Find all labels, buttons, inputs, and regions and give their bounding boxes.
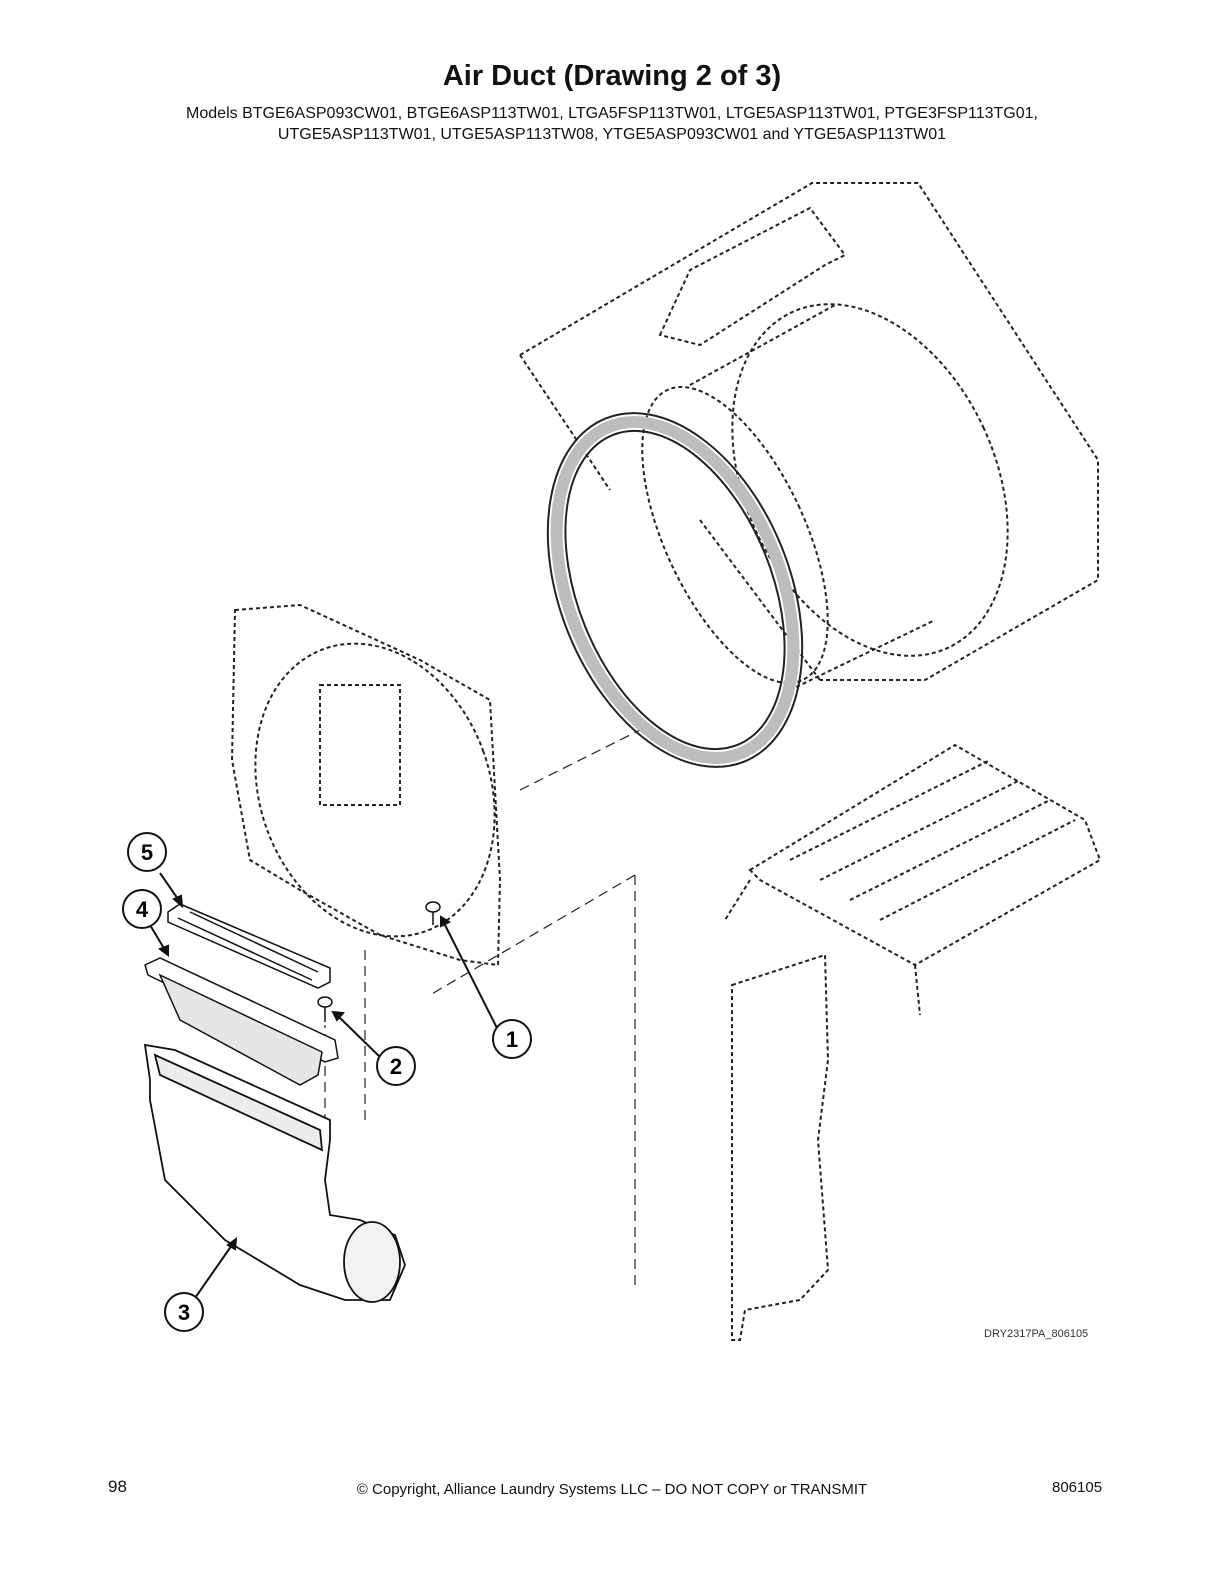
- callout-4-label: 4: [136, 897, 149, 922]
- callout-1: 1: [492, 1019, 532, 1059]
- callout-2-label: 2: [390, 1054, 402, 1079]
- callout-1-label: 1: [506, 1027, 518, 1052]
- front-panel-outline: [731, 953, 830, 1341]
- drawing-code: DRY2317PA_806105: [984, 1328, 1089, 1340]
- copyright-notice: © Copyright, Alliance Laundry Systems LL…: [356, 1481, 868, 1498]
- door-seal-ring: [546, 412, 804, 768]
- page-number: 98: [108, 1477, 127, 1496]
- callout-4: 4: [122, 889, 162, 929]
- callout-3-label: 3: [178, 1300, 190, 1325]
- air-duct-part: [143, 1043, 406, 1303]
- callout-5: 5: [127, 832, 167, 872]
- callout-3: 3: [164, 1292, 204, 1332]
- front-bulkhead-outline: [230, 603, 502, 967]
- callout-5-label: 5: [141, 840, 153, 865]
- lint-screen-basket: [144, 957, 339, 1086]
- callout-2: 2: [376, 1046, 416, 1086]
- leader-lines: [149, 872, 499, 1299]
- top-bracket-outline: [658, 206, 847, 347]
- cabinet-outline: [519, 182, 1099, 681]
- document-number: 806105: [1052, 1479, 1103, 1496]
- assembly-lines: [324, 729, 641, 1285]
- bolt-part: [425, 901, 441, 925]
- screw-part: [317, 996, 333, 1022]
- model-list-line-2: UTGE5ASP113TW01, UTGE5ASP113TW08, YTGE5A…: [277, 126, 947, 143]
- page-title: Air Duct (Drawing 2 of 3): [442, 60, 782, 92]
- drum-outline: [641, 303, 1009, 691]
- model-list: Models BTGE6ASP093CW01, BTGE6ASP113TW01,…: [0, 103, 1224, 145]
- model-list-line-1: Models BTGE6ASP093CW01, BTGE6ASP113TW01,…: [186, 105, 1038, 122]
- heater-rack-outline: [724, 743, 1102, 1016]
